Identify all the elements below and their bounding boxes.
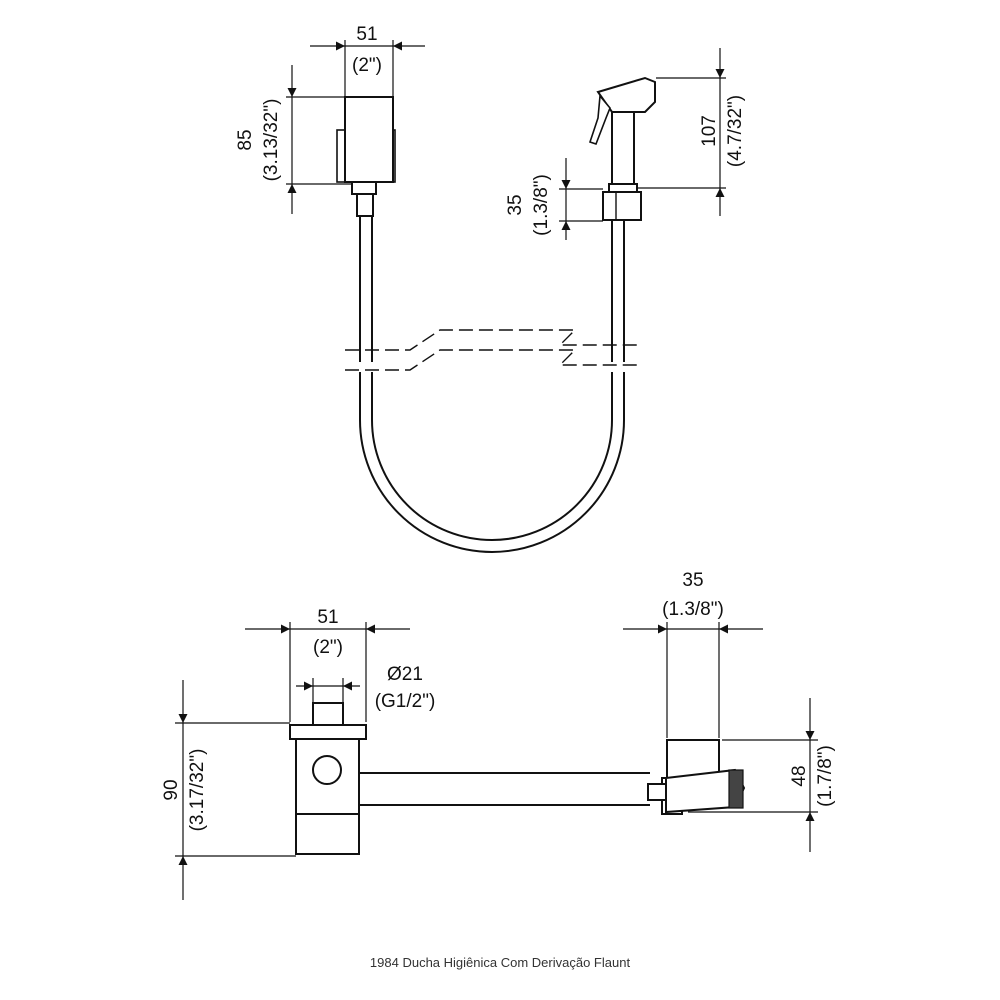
holder-height-in: (1.7/8") — [815, 745, 836, 807]
top-valve-width-mm: 51 — [356, 24, 377, 45]
holder-width-in: (1.3/8") — [662, 599, 724, 620]
bottom-valve-width-in: (2") — [313, 637, 343, 658]
sprayer-base-mm: 35 — [505, 194, 526, 215]
hose-arm — [359, 772, 650, 806]
dimension-lines — [175, 40, 818, 900]
top-valve-height-in: (3.13/32") — [261, 99, 282, 182]
top-valve — [336, 96, 396, 217]
sprayer-height-mm: 107 — [699, 115, 720, 147]
bottom-valve — [289, 702, 367, 855]
bottom-valve-width-mm: 51 — [317, 607, 338, 628]
sprayer-height-in: (4.7/32") — [725, 95, 746, 167]
top-valve-height-mm: 85 — [235, 129, 256, 150]
bottom-valve-height-mm: 90 — [161, 779, 182, 800]
break-lines — [345, 329, 640, 371]
thread-size: (G1/2") — [375, 691, 436, 712]
sprayer-base-in: (1.3/8") — [531, 174, 552, 236]
holder-width-mm: 35 — [682, 570, 703, 591]
hose — [359, 216, 625, 553]
drawing-caption: 1984 Ducha Higiênica Com Derivação Flaun… — [369, 955, 631, 970]
sprayer-head — [588, 76, 656, 221]
bottom-valve-height-in: (3.17/32") — [187, 749, 208, 832]
top-valve-width-in: (2") — [352, 55, 382, 76]
thread-diameter: Ø21 — [387, 664, 423, 685]
sprayer-holder — [647, 739, 746, 815]
dimension-labels: 51 (2") 85 (3.13/32") 107 (4.7/32") 35 (… — [161, 24, 836, 831]
holder-height-mm: 48 — [789, 765, 810, 786]
